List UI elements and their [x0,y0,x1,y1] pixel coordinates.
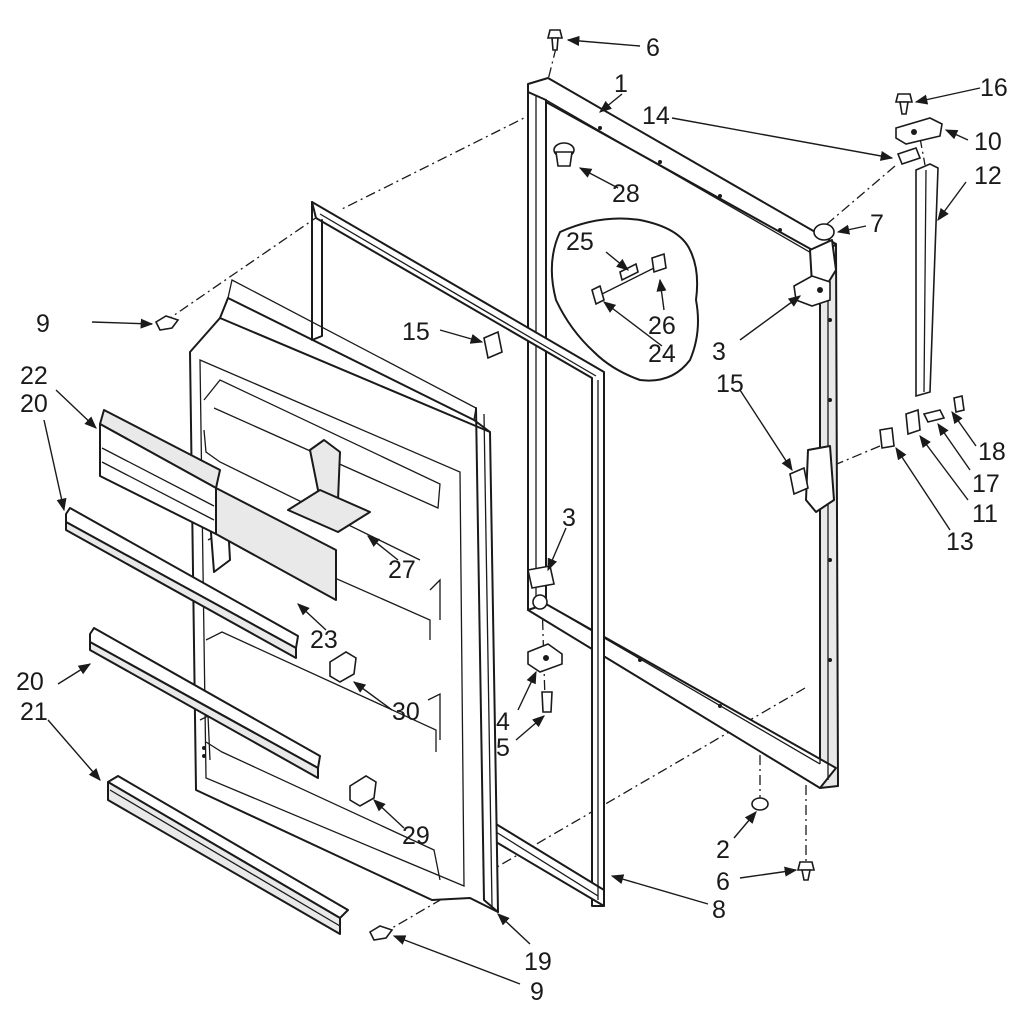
block-29 [349,775,377,807]
screw-5 [541,691,553,713]
callout-15-left: 15 [402,318,430,346]
screw-6-top [546,29,564,51]
inner-door-liner [189,279,499,913]
callout-27: 27 [388,556,416,584]
bumper-7 [813,223,835,241]
door-outer-frame [527,77,839,789]
bearing-4 [527,643,563,673]
callout-13: 13 [946,528,974,556]
callout-6-bottom: 6 [716,868,730,896]
callout-1: 1 [614,70,628,98]
callout-6-top: 6 [646,34,660,62]
spacer-2 [751,797,769,811]
screw-9-left [154,315,180,331]
callout-26: 26 [648,312,676,340]
callout-28: 28 [612,180,640,208]
callout-3-top: 3 [712,338,726,366]
block-30 [329,651,357,683]
frame-rivets [598,126,832,708]
hinge-3-bottom [527,565,555,610]
callout-2: 2 [716,836,730,864]
handle-bar-12 [915,163,939,398]
callout-3-bottom: 3 [562,504,576,532]
leader-lines [43,35,981,985]
callout-10: 10 [974,128,1002,156]
shelf-bar-20-lower [89,627,321,779]
callout-7: 7 [870,210,884,238]
callout-15-right: 15 [716,370,744,398]
callout-5: 5 [496,734,510,762]
callout-4: 4 [496,708,510,736]
cutaway-detail [550,217,699,382]
callout-14: 14 [642,102,670,130]
callout-29: 29 [402,822,430,850]
callout-20-upper: 20 [20,390,48,418]
callout-18: 18 [978,438,1006,466]
screw-9-bottom [368,925,394,941]
callout-22: 22 [20,362,48,390]
callout-17: 17 [972,470,1000,498]
callout-24: 24 [648,340,676,368]
catch-17 [905,395,965,436]
callout-12: 12 [974,162,1002,190]
callout-23: 23 [310,626,338,654]
callout-16: 16 [980,74,1008,102]
plug-28 [553,142,575,167]
callout-11: 11 [972,500,998,528]
bracket-10 [895,117,943,145]
shelf-bar-22 [99,409,337,601]
screw-6-bottom [796,861,816,881]
shelf-bar-20-upper [65,507,299,659]
callout-20-lower: 20 [16,668,44,696]
stop-13 [879,427,895,449]
callout-labels: 6 1 16 14 10 12 28 7 25 26 24 3 15 15 9 … [16,34,1008,1006]
screw-16 [894,93,914,115]
clip-15-left [483,330,503,360]
callout-30: 30 [392,698,420,726]
callout-9-left: 9 [36,310,50,338]
callout-19: 19 [524,948,552,976]
clip-15-right [789,466,809,496]
shelf-bar-21 [107,775,349,935]
hinge-3-top [793,275,831,307]
callout-25: 25 [566,228,594,256]
door-gasket [311,201,605,907]
callout-21: 21 [20,698,48,726]
callout-9-bottom: 9 [530,978,544,1006]
callout-8: 8 [712,896,726,924]
clip-14 [896,147,922,165]
